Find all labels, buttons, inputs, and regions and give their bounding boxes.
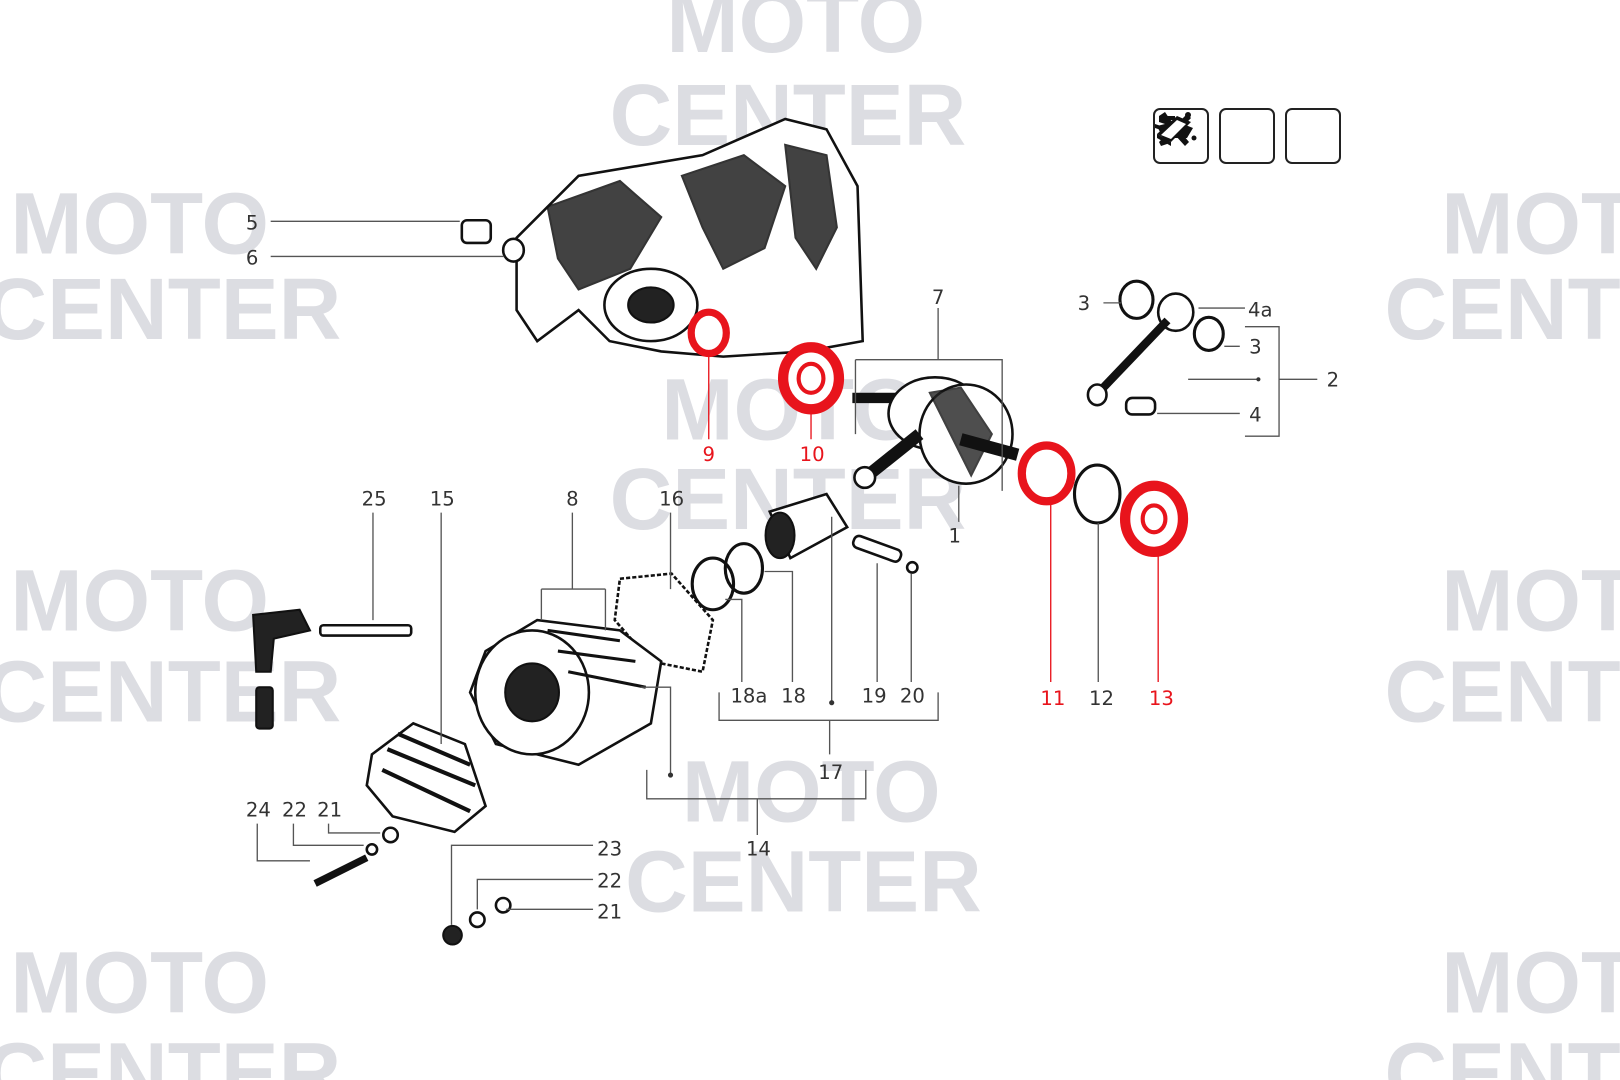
label-13: 13 xyxy=(1149,687,1174,710)
label-24: 24 xyxy=(246,798,271,821)
part-6-washer xyxy=(501,237,526,263)
svg-text:MOTO: MOTO xyxy=(682,744,941,841)
part-12-circlip xyxy=(1072,463,1122,525)
svg-text:CENTER: CENTER xyxy=(0,1026,341,1080)
label-18a: 18a xyxy=(730,685,767,708)
label-7: 7 xyxy=(932,286,945,309)
part-2-conrod xyxy=(1086,279,1225,416)
leader-lines xyxy=(256,220,1318,925)
part-13-bearing xyxy=(1119,480,1189,558)
label-9: 9 xyxy=(703,443,716,466)
label-11: 11 xyxy=(1040,687,1065,710)
label-25: 25 xyxy=(362,487,387,510)
svg-text:CENTER: CENTER xyxy=(1384,643,1620,740)
svg-text:MOTO: MOTO xyxy=(666,0,925,71)
oil-can-icon[interactable] xyxy=(1155,108,1275,164)
label-4: 4 xyxy=(1249,404,1262,427)
label-12: 12 xyxy=(1089,687,1114,710)
toolbar-icons xyxy=(1153,108,1341,164)
svg-text:MOTO: MOTO xyxy=(10,552,269,649)
svg-text:MOTO: MOTO xyxy=(1441,175,1620,272)
crankcase xyxy=(515,117,865,358)
fasteners xyxy=(313,826,512,946)
part-7-crankshaft xyxy=(852,375,1020,490)
svg-text:MOTO: MOTO xyxy=(10,175,269,272)
part-18-piston xyxy=(690,492,919,612)
label-17: 17 xyxy=(818,761,843,784)
svg-text:CENTER: CENTER xyxy=(1384,261,1620,358)
label-1: 1 xyxy=(948,525,961,548)
label-21: 21 xyxy=(317,798,342,821)
label-22: 22 xyxy=(282,798,307,821)
svg-text:MOTO: MOTO xyxy=(1441,552,1620,649)
label-10: 10 xyxy=(800,443,825,466)
part-5-plug xyxy=(460,218,493,245)
part-25-spark-plug xyxy=(252,608,413,730)
label-2: 2 xyxy=(1327,369,1340,392)
label-19: 19 xyxy=(862,685,887,708)
svg-text:MOTO: MOTO xyxy=(1441,935,1620,1032)
svg-text:CENTER: CENTER xyxy=(1384,1026,1620,1080)
label-3: 3 xyxy=(1078,292,1091,315)
svg-text:CENTER: CENTER xyxy=(0,643,341,740)
part-10-bearing xyxy=(777,342,845,415)
label-3: 3 xyxy=(1249,336,1262,359)
label-21: 21 xyxy=(597,901,622,924)
svg-text:CENTER: CENTER xyxy=(0,261,341,358)
label-5: 5 xyxy=(246,212,259,235)
svg-text:MOTO: MOTO xyxy=(10,935,269,1032)
label-23: 23 xyxy=(597,838,622,861)
label-4a: 4a xyxy=(1248,298,1273,321)
part-9-seal xyxy=(687,308,730,358)
label-6: 6 xyxy=(246,247,259,270)
label-16: 16 xyxy=(659,487,684,510)
part-8-cylinder xyxy=(468,618,663,767)
label-14: 14 xyxy=(746,838,771,861)
part-15-cylinder-head xyxy=(365,721,488,834)
label-22: 22 xyxy=(597,870,622,893)
svg-text:CENTER: CENTER xyxy=(625,833,982,930)
label-20: 20 xyxy=(900,685,925,708)
part-11-seal xyxy=(1017,441,1076,506)
manual-book-icon[interactable] xyxy=(1157,108,1341,164)
part-labels: 5 6 7 3 4a 3 2 4 9 10 1 25 15 8 16 18a 1… xyxy=(246,212,1339,924)
label-18: 18 xyxy=(781,685,806,708)
label-8: 8 xyxy=(566,487,579,510)
label-15: 15 xyxy=(430,487,455,510)
